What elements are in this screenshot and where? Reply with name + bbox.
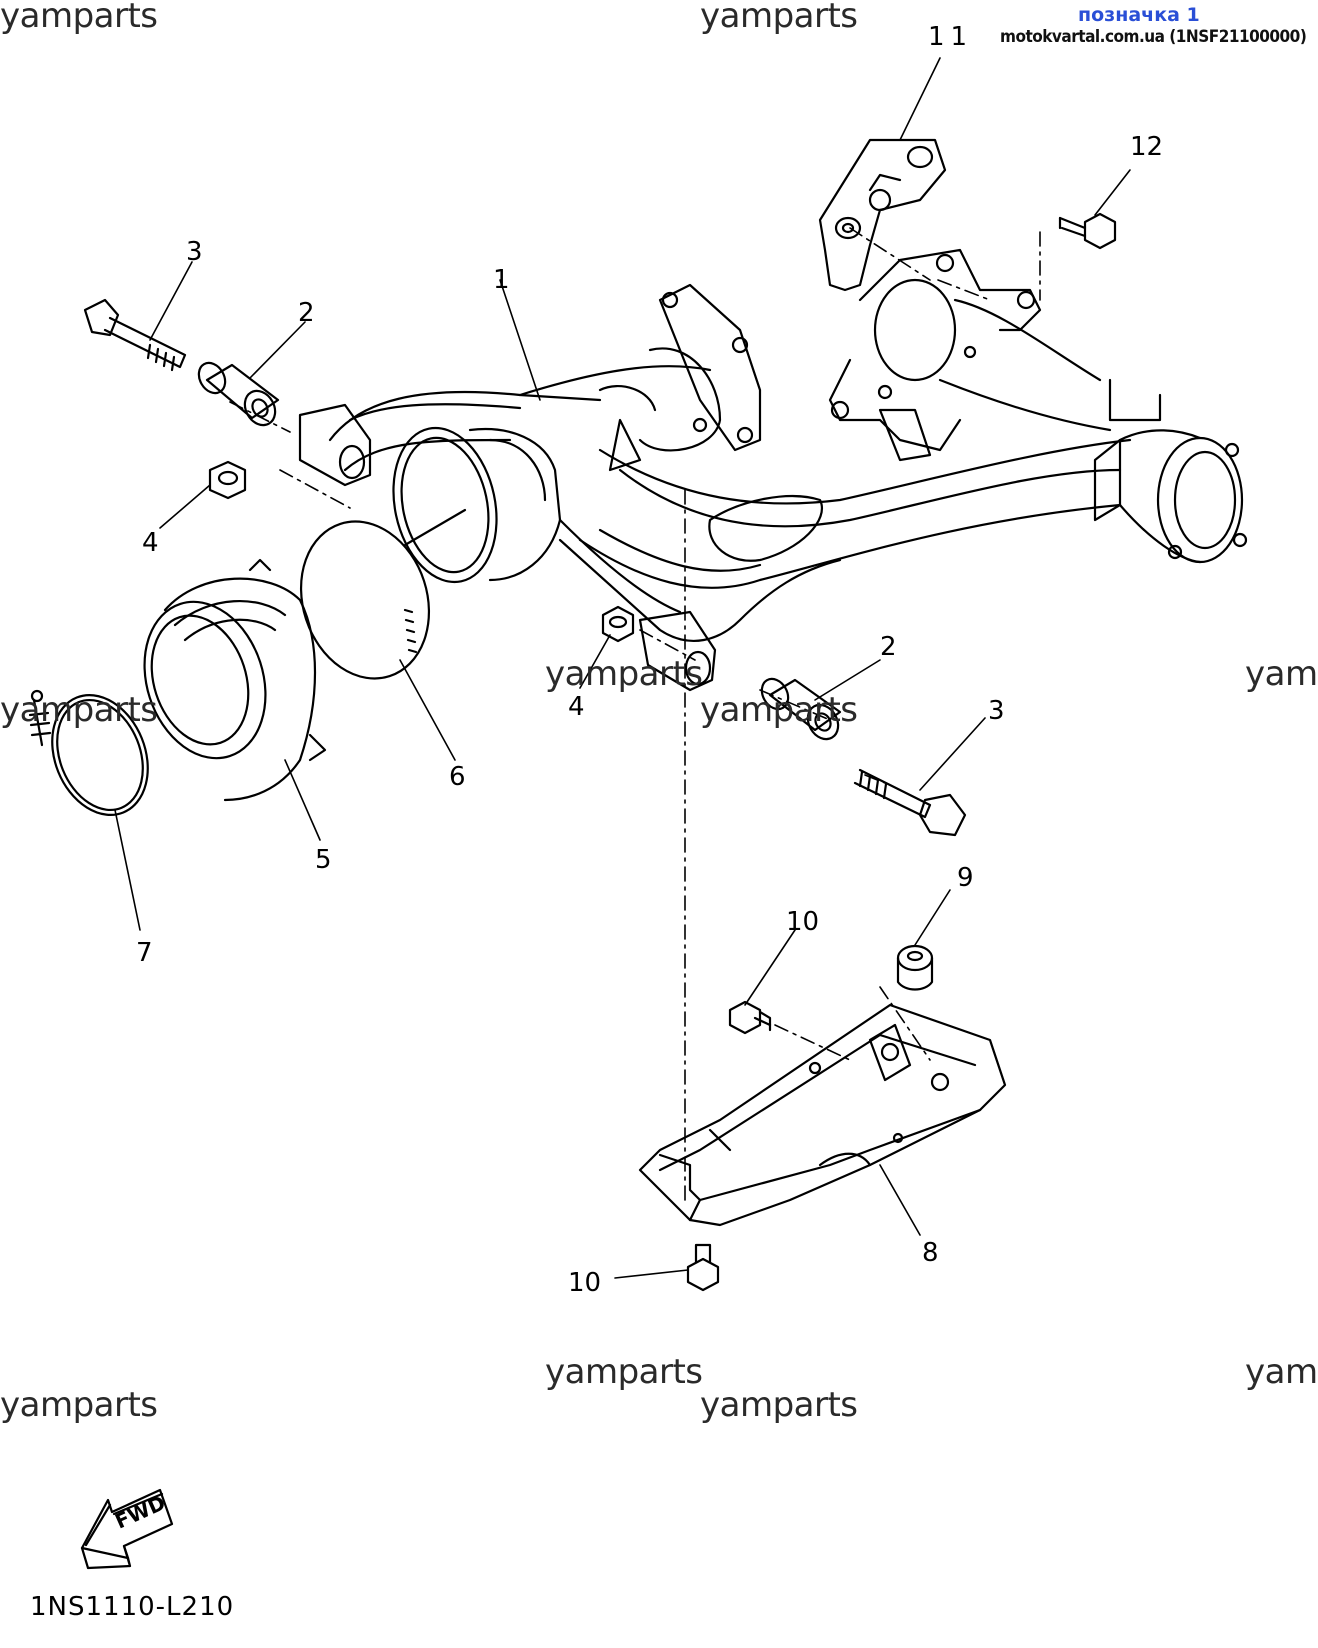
callout-part-9: 9 (957, 863, 974, 893)
collar-upper (194, 358, 282, 430)
watermark: yamparts (700, 690, 858, 730)
assembly-guides (230, 228, 1040, 1200)
plate-bolt-upper (730, 1002, 770, 1033)
fwd-arrow (82, 1490, 172, 1568)
watermark: yam (1245, 654, 1318, 694)
callout-part-2-lower: 2 (880, 632, 897, 662)
bracket (820, 140, 945, 290)
callout-part-4-lower: 4 (568, 692, 585, 722)
swingarm-frame (330, 366, 1130, 641)
callout-part-4: 4 (142, 528, 159, 558)
watermark: yamparts (0, 690, 158, 730)
boot (125, 560, 325, 800)
watermark: yamparts (0, 1385, 158, 1425)
frame-pivot-right (640, 612, 715, 690)
nut-lower (603, 607, 633, 641)
watermark: yamparts (545, 654, 703, 694)
watermark: yamparts (545, 1352, 703, 1392)
callout-part-10-lower: 10 (568, 1268, 602, 1298)
clamp-ring (30, 681, 165, 830)
differential-mount (830, 250, 1110, 460)
front-flange (600, 285, 760, 470)
callout-part-1: 1 (493, 265, 510, 295)
plate-bolt-lower (688, 1245, 718, 1290)
frame-boot-seat (380, 418, 560, 591)
callout-part-5: 5 (315, 845, 332, 875)
source-site-caption: motokvartal.com.ua (1NSF21100000) (1000, 27, 1307, 47)
pivot-bolt-upper (85, 300, 185, 370)
watermark: yamparts (700, 0, 858, 36)
callout-part-6: 6 (449, 762, 466, 792)
diagram-code: 1NS1110-L210 (30, 1592, 235, 1622)
callout-part-10-upper: 10 (786, 907, 820, 937)
callout-part-11: 11 (928, 22, 974, 52)
diagram-reference-label: позначка 1 (1078, 4, 1200, 26)
watermark: yamparts (0, 0, 158, 36)
callout-part-3: 3 (186, 237, 203, 267)
skid-plate (640, 1005, 1005, 1225)
watermark: yam (1245, 1352, 1318, 1392)
callout-part-7: 7 (136, 938, 153, 968)
nut-upper (210, 462, 245, 498)
collar-lower (757, 674, 845, 744)
callout-part-8: 8 (922, 1238, 939, 1268)
leader-lines (115, 58, 1130, 1278)
watermark: yamparts (700, 1385, 858, 1425)
clamp-band (281, 505, 448, 695)
axle-housing (1095, 380, 1246, 562)
damper (898, 946, 932, 990)
callout-part-12: 12 (1130, 132, 1164, 162)
callout-part-2: 2 (298, 298, 315, 328)
pivot-bolt-lower (855, 770, 965, 835)
callout-part-3-lower: 3 (988, 696, 1005, 726)
frame-pivot-left (300, 405, 370, 485)
bracket-bolt (1060, 214, 1115, 248)
